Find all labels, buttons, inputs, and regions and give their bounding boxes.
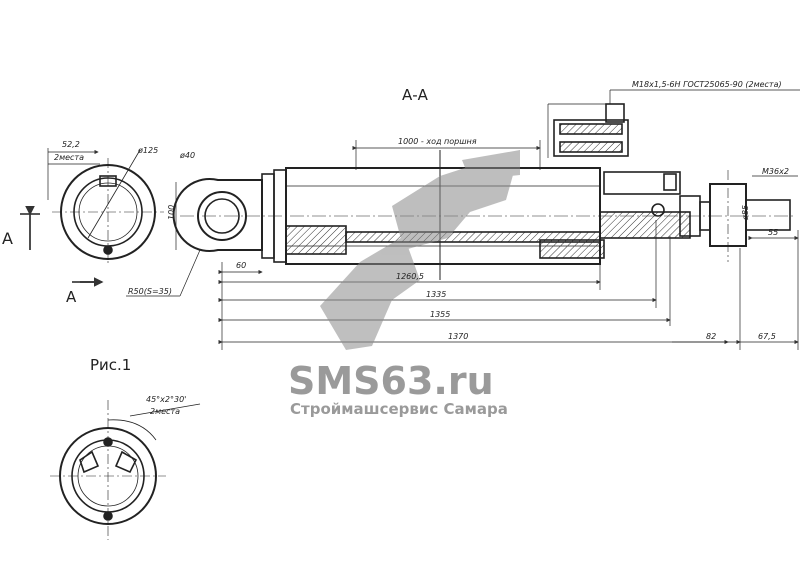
dim-1370: 1370 — [448, 332, 468, 341]
dim-55: 55 — [768, 228, 778, 237]
view-letter-bottom: A — [66, 288, 77, 306]
dim-stroke: 1000 - ход поршня — [398, 137, 477, 146]
dim-two-places-2: 2места — [150, 407, 180, 416]
section-arrows — [20, 206, 104, 287]
figure-label: Рис.1 — [90, 356, 131, 374]
dim-1335: 1335 — [426, 290, 446, 299]
dim-two-places: 2места — [54, 153, 84, 162]
dim-1260: 1260,5 — [396, 272, 424, 281]
dim-85: ø85 — [741, 205, 750, 221]
dim-1355: 1355 — [430, 310, 450, 319]
dim-40: ø40 — [179, 151, 195, 160]
dim-60: 60 — [236, 261, 246, 270]
dim-52: 52,2 — [62, 140, 80, 149]
watermark-logo — [320, 150, 520, 350]
dim-100: 100 — [167, 205, 176, 220]
end-view — [47, 148, 164, 266]
dim-chamfer: 45°x2°30' — [146, 395, 186, 404]
view-letter-left: А — [2, 229, 13, 248]
watermark-site: SMS63.ru — [288, 359, 494, 403]
cylinder-body — [172, 89, 800, 280]
dim-125: ø125 — [137, 146, 158, 155]
section-title: А-А — [402, 86, 429, 104]
figure-1-detail — [50, 400, 201, 540]
dim-82: 82 — [706, 332, 716, 341]
thread-note: M18x1,5-6H ГОСТ25065-90 (2места) — [632, 80, 782, 89]
watermark-company: Строймашсервис Самара — [290, 400, 508, 418]
rod-thread-label: M36x2 — [762, 167, 789, 176]
dim-r50: R50(S=35) — [128, 287, 172, 296]
dim-67: 67,5 — [758, 332, 776, 341]
